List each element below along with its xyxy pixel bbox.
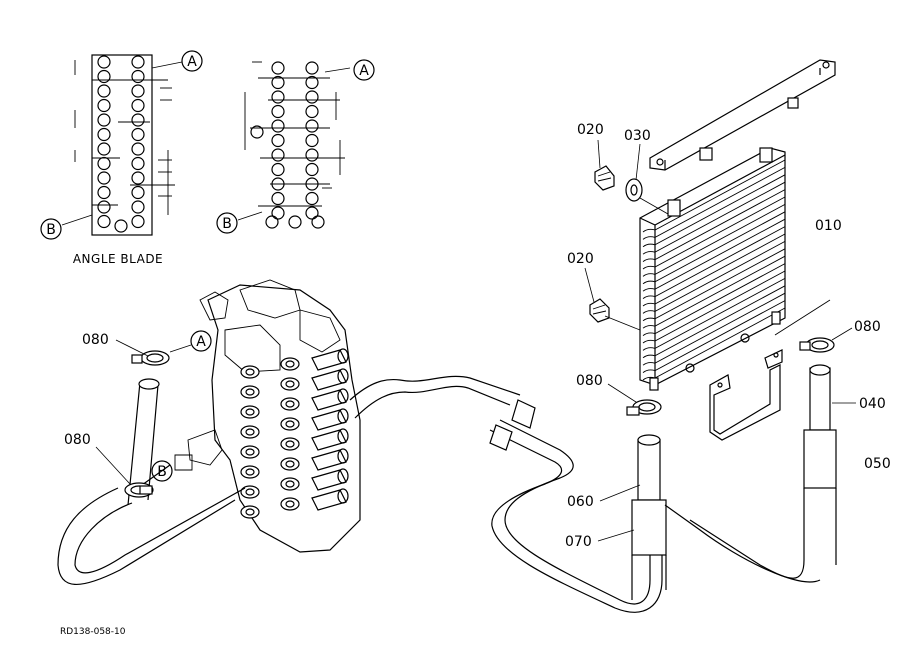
washer-030 [625, 178, 643, 202]
mounting-bracket-top [649, 59, 836, 171]
callout-080-right: 080 [854, 319, 881, 335]
oil-cooler-010 [639, 147, 786, 391]
callout-080-left-bottom: 080 [64, 432, 91, 448]
hose-clamp-080-left-top [131, 350, 170, 366]
svg-text:B: B [222, 216, 232, 232]
port-circles [250, 61, 325, 229]
marker-b-top-right: B [216, 212, 238, 234]
svg-text:A: A [359, 63, 369, 79]
fitting-020-top [594, 165, 615, 191]
diagram-caption: ANGLE BLADE [73, 252, 163, 266]
callout-030: 030 [624, 128, 651, 144]
valve-spools [240, 348, 349, 519]
callout-060: 060 [567, 494, 594, 510]
hose-clamp-080-left-bottom [124, 482, 154, 498]
marker-a-top-right: A [353, 59, 375, 81]
leader-lines [95, 139, 856, 542]
control-valve [174, 279, 361, 553]
callout-040: 040 [859, 396, 886, 412]
hose-routing [57, 364, 837, 613]
mounting-bracket-bottom [709, 349, 783, 441]
drawing-reference: RD138-058-10 [60, 627, 126, 637]
svg-text:A: A [196, 334, 206, 350]
svg-text:B: B [46, 222, 56, 238]
callout-050: 050 [864, 456, 891, 472]
callout-070: 070 [565, 534, 592, 550]
port-map-angle-blade [61, 54, 183, 236]
callout-080-left-top: 080 [82, 332, 109, 348]
marker-a-valve: A [190, 330, 212, 352]
svg-text:B: B [157, 464, 167, 480]
hose-clamp-080-center [626, 399, 662, 416]
port-map-standard [237, 61, 351, 229]
hose-clamp-080-right [799, 337, 835, 353]
port-circles [97, 55, 145, 233]
callout-080-center: 080 [576, 373, 603, 389]
callout-020-top: 020 [577, 122, 604, 138]
marker-b-valve: B [151, 460, 173, 482]
fitting-020-mid [589, 298, 610, 323]
svg-text:A: A [187, 54, 197, 70]
marker-b-top-left: B [40, 218, 62, 240]
callout-020-mid: 020 [567, 251, 594, 267]
callout-010: 010 [815, 218, 842, 234]
marker-a-top-left: A [181, 50, 203, 72]
